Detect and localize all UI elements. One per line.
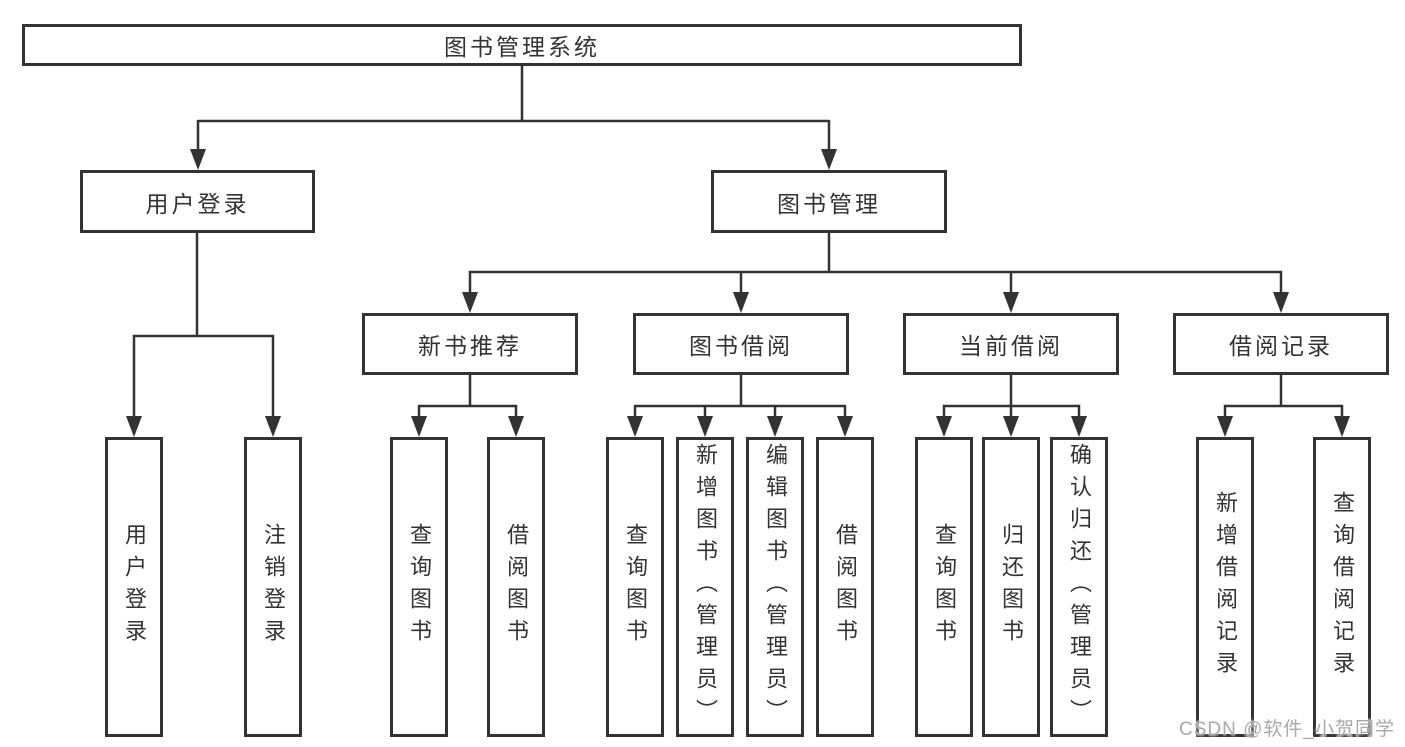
node-label: 注销登录	[261, 523, 286, 651]
node-label: 归还图书	[999, 523, 1024, 651]
arrow-down-markers	[126, 149, 1350, 437]
node-label: 查询图书	[407, 523, 432, 651]
node-book-borrowing: 图书借阅	[633, 313, 849, 375]
node-borrowing-records: 借阅记录	[1173, 313, 1389, 375]
node-label: 用户登录	[145, 190, 250, 217]
node-label: 新增图书（管理员）	[693, 443, 718, 731]
node-label: 新增借阅记录	[1213, 491, 1238, 683]
node-label: 借阅记录	[1229, 333, 1333, 359]
node-user-login: 用户登录	[80, 170, 315, 233]
node-return-books: 归还图书	[982, 437, 1040, 737]
node-label: 图书借阅	[689, 333, 793, 359]
node-label: 用户登录	[122, 523, 147, 651]
connector-lines	[132, 66, 1344, 419]
node-confirm-return-admin: 确认归还（管理员）	[1050, 437, 1108, 737]
node-add-borrow-record: 新增借阅记录	[1196, 437, 1254, 737]
node-label: 查询图书	[932, 523, 957, 651]
node-label: 编辑图书（管理员）	[763, 443, 788, 731]
node-label: 查询借阅记录	[1330, 491, 1355, 683]
node-edit-book-admin: 编辑图书（管理员）	[746, 437, 804, 737]
node-leaf-user-login: 用户登录	[105, 437, 163, 737]
node-query-books-recommend: 查询图书	[390, 437, 448, 737]
node-label: 新书推荐	[418, 333, 522, 359]
node-label: 查询图书	[623, 523, 648, 651]
node-book-management: 图书管理	[711, 170, 947, 233]
node-query-borrow-record: 查询借阅记录	[1313, 437, 1371, 737]
node-label: 当前借阅	[959, 333, 1063, 359]
node-label: 图书管理	[777, 190, 881, 217]
node-add-book-admin: 新增图书（管理员）	[676, 437, 734, 737]
node-new-book-recommendation: 新书推荐	[362, 313, 578, 375]
node-label: 借阅图书	[833, 523, 858, 651]
node-label: 确认归还（管理员）	[1067, 443, 1092, 731]
node-leaf-logout: 注销登录	[244, 437, 302, 737]
node-query-books-current: 查询图书	[915, 437, 973, 737]
node-label: 借阅图书	[504, 523, 529, 651]
csdn-watermark: CSDN @软件_小贺同学	[1179, 719, 1395, 740]
node-borrow-books-recommend: 借阅图书	[487, 437, 545, 737]
node-borrow-books-borrowing: 借阅图书	[816, 437, 874, 737]
node-current-borrowing: 当前借阅	[903, 313, 1119, 375]
node-label: 图书管理系统	[444, 34, 600, 60]
node-query-books-borrowing: 查询图书	[606, 437, 664, 737]
node-library-management-system: 图书管理系统	[22, 24, 1022, 66]
